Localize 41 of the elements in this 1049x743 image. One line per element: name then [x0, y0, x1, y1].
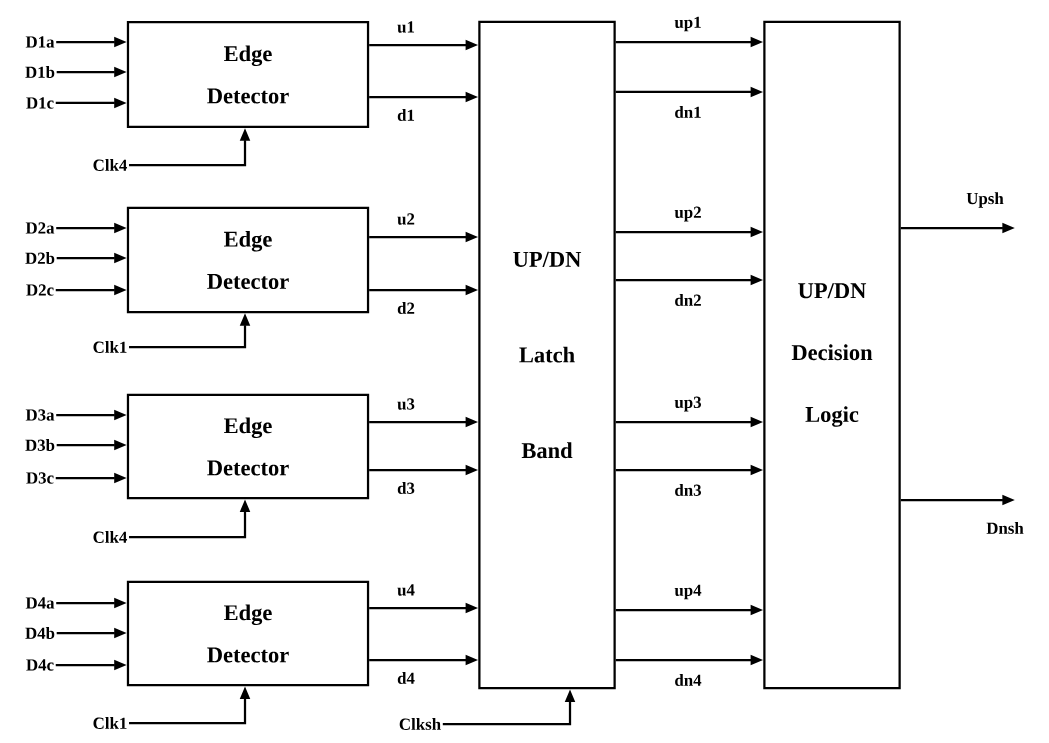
edge-label: d4: [395, 670, 417, 686]
signal-label: Clk4: [93, 531, 128, 543]
signal-label: D3b: [25, 439, 55, 451]
edge-label: u1: [395, 19, 417, 35]
edge-detector-box: Edge Detector: [126, 20, 370, 129]
signal-label: D2c: [26, 284, 54, 296]
signal-label: D2b: [25, 252, 55, 264]
edge-label: up1: [673, 15, 703, 33]
signal-label: Clksh: [399, 718, 441, 730]
signal-label: D4b: [25, 627, 55, 639]
edge-label: dn4: [673, 672, 703, 688]
signal-label: Clk1: [93, 341, 127, 353]
edge-label: d1: [395, 107, 417, 123]
edge-label: dn1: [673, 104, 703, 120]
edge-label: dn2: [673, 292, 703, 308]
edge-label: up2: [673, 205, 703, 223]
edge-label: Upsh: [964, 190, 1006, 210]
edge-detector-box: Edge Detector: [126, 206, 370, 314]
signal-label: D2a: [25, 222, 55, 234]
edge-label: up4: [673, 583, 703, 601]
edge-detector-box: Edge Detector: [126, 580, 370, 687]
edge-label: u2: [395, 211, 417, 227]
signal-label: D3c: [26, 472, 54, 484]
edge-label: d3: [395, 480, 417, 496]
edge-label: u3: [395, 396, 417, 412]
signal-label: Clk1: [93, 717, 127, 729]
decision-logic-box: UP/DN Decision Logic: [763, 20, 901, 690]
edge-label: d2: [395, 300, 417, 316]
signal-label: D1c: [26, 97, 54, 109]
signal-label: D1a: [25, 36, 55, 48]
edge-detector-box: Edge Detector: [126, 393, 370, 500]
edge-label: dn3: [673, 482, 703, 498]
signal-label: D4a: [25, 597, 55, 609]
latch-box: UP/DN Latch Band: [478, 20, 616, 690]
signal-label: D4c: [26, 659, 54, 671]
edge-label: Dnsh: [984, 520, 1026, 536]
edge-label: up3: [673, 395, 703, 413]
signal-label: D1b: [25, 66, 55, 78]
signal-label: D3a: [25, 409, 55, 421]
signal-label: Clk4: [93, 159, 128, 171]
edge-label: u4: [395, 582, 417, 598]
